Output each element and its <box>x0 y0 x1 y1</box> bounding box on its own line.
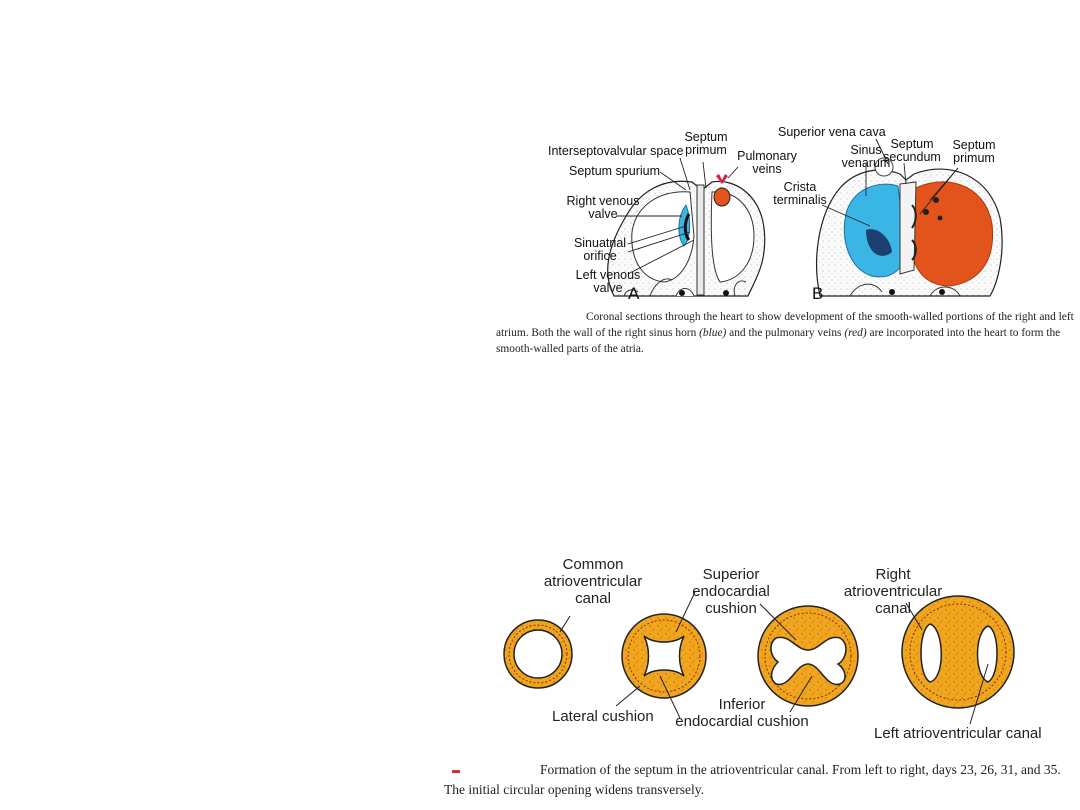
label-septum-spurium: Septum spurium <box>568 164 660 178</box>
left-atrium-red <box>911 181 994 287</box>
label-superior-vena-cava: Superior vena cava <box>778 125 886 139</box>
label-sinuatrial-orifice: Sinuatrial orifice <box>573 236 627 263</box>
panel-letter-b: B <box>812 284 824 303</box>
leader-lines-c <box>559 591 989 725</box>
label-crista-terminalis: Crista terminalis <box>773 180 827 207</box>
label-pulmonary-veins: Pulmonary veins <box>737 149 797 176</box>
label-septum-primum-a: Septum primum <box>684 130 728 157</box>
section-b-heart <box>816 157 1003 297</box>
leader-lines-b <box>821 138 959 227</box>
pulmonary-vein-red <box>713 187 731 207</box>
red-marker <box>452 770 460 773</box>
caption-atria: Coronal sections through the heart to sh… <box>496 309 1076 357</box>
label-septum-primum-b: Septum primum <box>952 138 996 165</box>
label-left-venous-valve: Left venous valve <box>575 268 641 295</box>
caption-av-canal: Formation of the septum in the atriovent… <box>444 760 1080 800</box>
label-left-av-canal: Left atrioventricular canal <box>874 725 1042 742</box>
caption-atria-lead: Coronal sections through the heart to sh… <box>496 311 1074 339</box>
caption-av-canal-text: Formation of the septum in the atriovent… <box>444 762 1061 797</box>
av-canal-stage-3 <box>757 605 859 707</box>
label-lateral-cushion: Lateral cushion <box>552 708 654 725</box>
caption-atria-tail: are incorporated into the heart to form … <box>496 327 1061 355</box>
panel-letter-a: A <box>628 284 640 303</box>
leader-lines-a <box>616 157 739 275</box>
av-canal-stage-1 <box>503 619 573 689</box>
label-interseptovalvular-space: Interseptovalvular space <box>548 144 684 158</box>
label-right-av-canal: Right atrioventricular canal <box>843 566 943 617</box>
label-common-av-canal: Common atrioventricular canal <box>543 556 643 607</box>
label-inferior-endocardial-cushion: Inferior endocardial cushion <box>675 696 809 730</box>
label-right-venous-valve: Right venous valve <box>566 194 640 221</box>
caption-atria-red: (red) <box>844 327 867 339</box>
label-septum-secundum: Septum secundum <box>883 137 941 164</box>
section-a-heart <box>607 174 766 297</box>
av-canal-stage-2 <box>621 613 707 699</box>
av-canal-stage-4 <box>901 595 1015 709</box>
caption-atria-middle: and the pulmonary veins <box>726 327 845 339</box>
label-superior-endocardial-cushion: Superior endocardial cushion <box>692 566 770 617</box>
caption-atria-blue: (blue) <box>699 327 727 339</box>
label-sinus-venarum: Sinus venarum <box>841 143 891 170</box>
